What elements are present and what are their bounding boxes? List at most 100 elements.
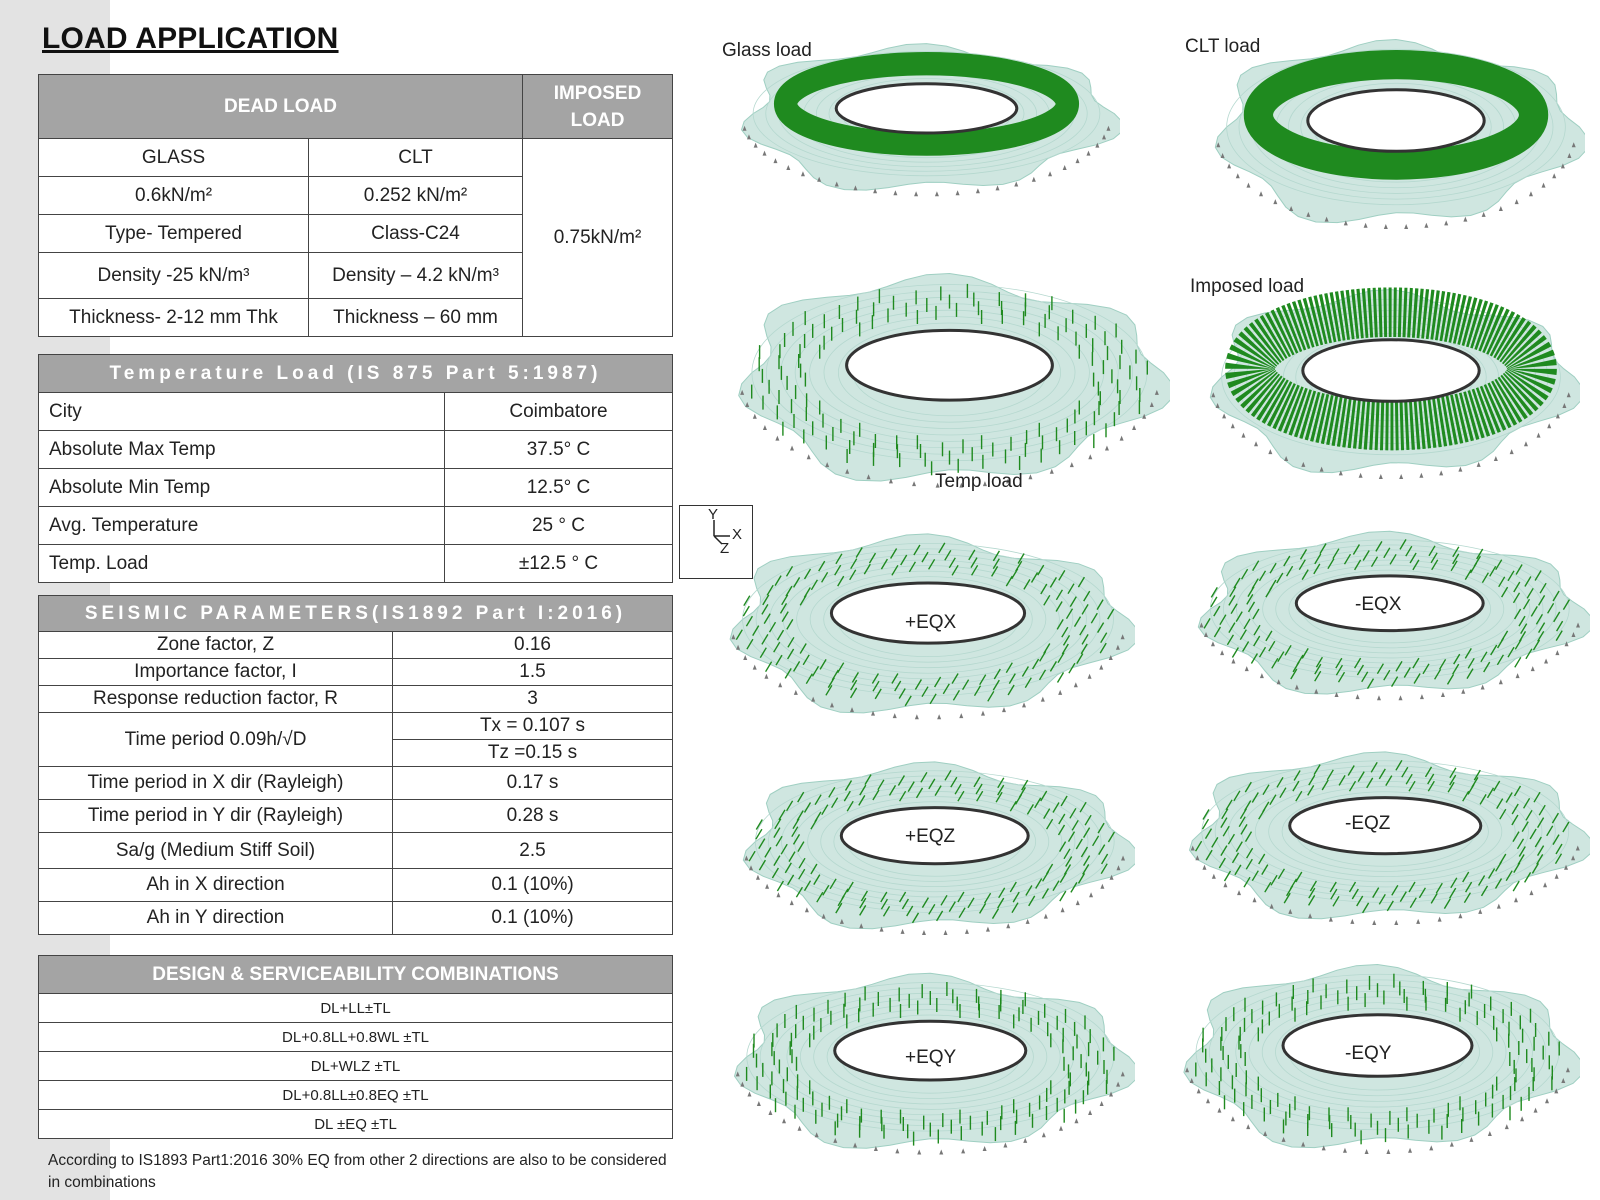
support-marker — [1314, 688, 1319, 694]
load-arrow — [1219, 614, 1227, 626]
support-marker — [1269, 903, 1274, 909]
support-marker — [917, 1149, 922, 1155]
load-arrow — [967, 897, 975, 909]
load-arrow — [934, 785, 942, 796]
load-arrow — [1017, 553, 1025, 564]
load-arrow — [1073, 616, 1082, 627]
load-arrow — [1243, 618, 1251, 630]
load-arrow — [1343, 553, 1352, 565]
load-arrow — [1399, 891, 1407, 902]
load-arrow — [1283, 555, 1291, 567]
load-arrow — [973, 685, 982, 697]
support-marker — [1088, 1109, 1093, 1115]
load-arrow — [1467, 784, 1475, 795]
support-marker — [1536, 432, 1541, 438]
support-marker — [744, 855, 749, 861]
load-arrow — [1520, 623, 1528, 634]
support-marker — [959, 713, 964, 719]
support-marker — [939, 1149, 944, 1155]
support-marker — [1119, 435, 1124, 441]
load-arrow — [1252, 608, 1260, 620]
load-arrow — [735, 629, 743, 641]
load-arrow — [1213, 626, 1222, 638]
load-arrow — [786, 874, 795, 886]
load-arrow — [992, 558, 1000, 570]
load-arrow — [1298, 559, 1306, 571]
load-arrow — [1553, 611, 1561, 623]
load-arrow — [1314, 553, 1322, 565]
support-marker — [1463, 216, 1468, 222]
load-arrow — [1409, 552, 1417, 564]
mesh-ring — [837, 322, 1062, 423]
load-arrow — [891, 673, 899, 684]
load-arrow — [868, 552, 877, 564]
support-marker — [742, 125, 747, 131]
load-arrow — [1096, 622, 1105, 633]
load-arrow — [1061, 626, 1069, 638]
load-arrow — [792, 577, 801, 588]
load-arrow — [1513, 581, 1521, 593]
support-marker — [1419, 694, 1424, 700]
temp-row-value: Coimbatore — [444, 392, 673, 431]
load-arrow — [1276, 776, 1284, 788]
load-arrow — [787, 636, 795, 648]
load-arrow — [1284, 644, 1292, 656]
support-marker — [1419, 472, 1424, 478]
structure-mesh-graphic — [1214, 38, 1589, 230]
load-arrow — [1222, 825, 1230, 837]
load-arrow — [776, 880, 785, 892]
support-marker — [753, 142, 758, 148]
central-opening — [1294, 574, 1485, 633]
load-arrow — [1231, 852, 1240, 864]
support-marker — [1554, 873, 1559, 879]
structure-mesh-graphic — [1197, 530, 1594, 701]
load-arrow — [1361, 671, 1369, 683]
support-marker — [1565, 1067, 1570, 1073]
load-arrow — [1537, 630, 1545, 642]
load-arrow — [810, 863, 818, 875]
load-arrow — [1082, 855, 1091, 866]
load-arrow — [1009, 881, 1017, 893]
load-arrow — [1443, 898, 1452, 909]
load-arrow — [1319, 543, 1327, 554]
load-arrow — [1005, 575, 1013, 587]
support-marker — [1100, 883, 1105, 889]
seismic-row-label: Sa/g (Medium Stiff Soil) — [38, 832, 393, 869]
load-arrow — [1049, 661, 1058, 672]
load-arrow — [1056, 672, 1065, 683]
imposed-load-value: 0.75kN/m² — [522, 138, 674, 337]
load-arrow — [871, 673, 880, 684]
panel-label: Glass load — [722, 40, 812, 61]
support-marker — [1545, 1098, 1550, 1104]
central-opening — [833, 1019, 1028, 1082]
mesh-ring — [1214, 765, 1556, 898]
load-arrow — [921, 551, 929, 563]
load-arrow — [1084, 814, 1092, 826]
load-arrow — [784, 668, 792, 679]
mesh-ring — [768, 775, 1102, 908]
load-arrow — [983, 892, 992, 904]
time-period-label: Time period 0.09h/√D — [38, 712, 393, 767]
load-arrow — [1395, 660, 1403, 672]
support-marker — [1006, 478, 1011, 484]
load-arrow — [1315, 656, 1324, 668]
support-marker — [752, 664, 757, 670]
load-arrow — [1489, 565, 1497, 577]
load-arrow — [1052, 880, 1060, 892]
load-arrow — [904, 695, 912, 707]
load-arrow — [1466, 668, 1474, 679]
support-marker — [1252, 897, 1257, 903]
load-arrow — [859, 784, 867, 796]
support-marker — [1189, 1077, 1194, 1083]
load-arrow — [1418, 887, 1427, 899]
load-arrow — [846, 881, 854, 893]
load-arrow — [1082, 827, 1091, 838]
load-arrow — [1518, 615, 1526, 627]
support-marker — [825, 462, 830, 468]
central-opening — [839, 806, 1030, 866]
load-arrow — [1496, 637, 1505, 649]
load-arrow — [1452, 663, 1460, 675]
load-arrow — [1335, 657, 1343, 669]
load-arrow — [1493, 780, 1501, 792]
load-arrow — [1228, 595, 1236, 606]
